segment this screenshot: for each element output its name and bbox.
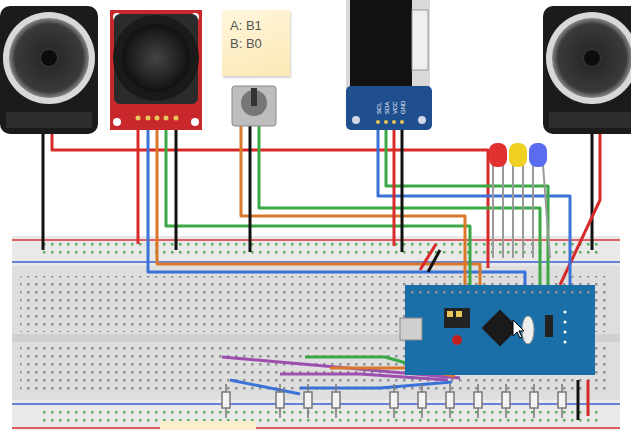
note-text: A: B1 — [230, 17, 282, 35]
mouse-cursor — [513, 320, 524, 338]
joystick-module — [110, 10, 202, 130]
led — [489, 143, 547, 167]
pin-label: GND — [400, 101, 406, 114]
note-strip — [160, 421, 256, 430]
pin-label: VCC — [392, 101, 398, 114]
resistor-symbol — [222, 384, 566, 418]
potentiometer — [232, 86, 276, 126]
pin-label: SCL — [376, 102, 382, 114]
sticky-note: A: B1B: B0 — [222, 10, 290, 76]
microcontroller-board — [400, 285, 595, 375]
speaker — [0, 6, 98, 134]
oled-display — [346, 0, 432, 130]
jumper-wires — [43, 118, 600, 420]
pin-label: SDA — [384, 102, 390, 114]
speaker — [543, 6, 631, 134]
note-text: B: B0 — [230, 35, 282, 53]
